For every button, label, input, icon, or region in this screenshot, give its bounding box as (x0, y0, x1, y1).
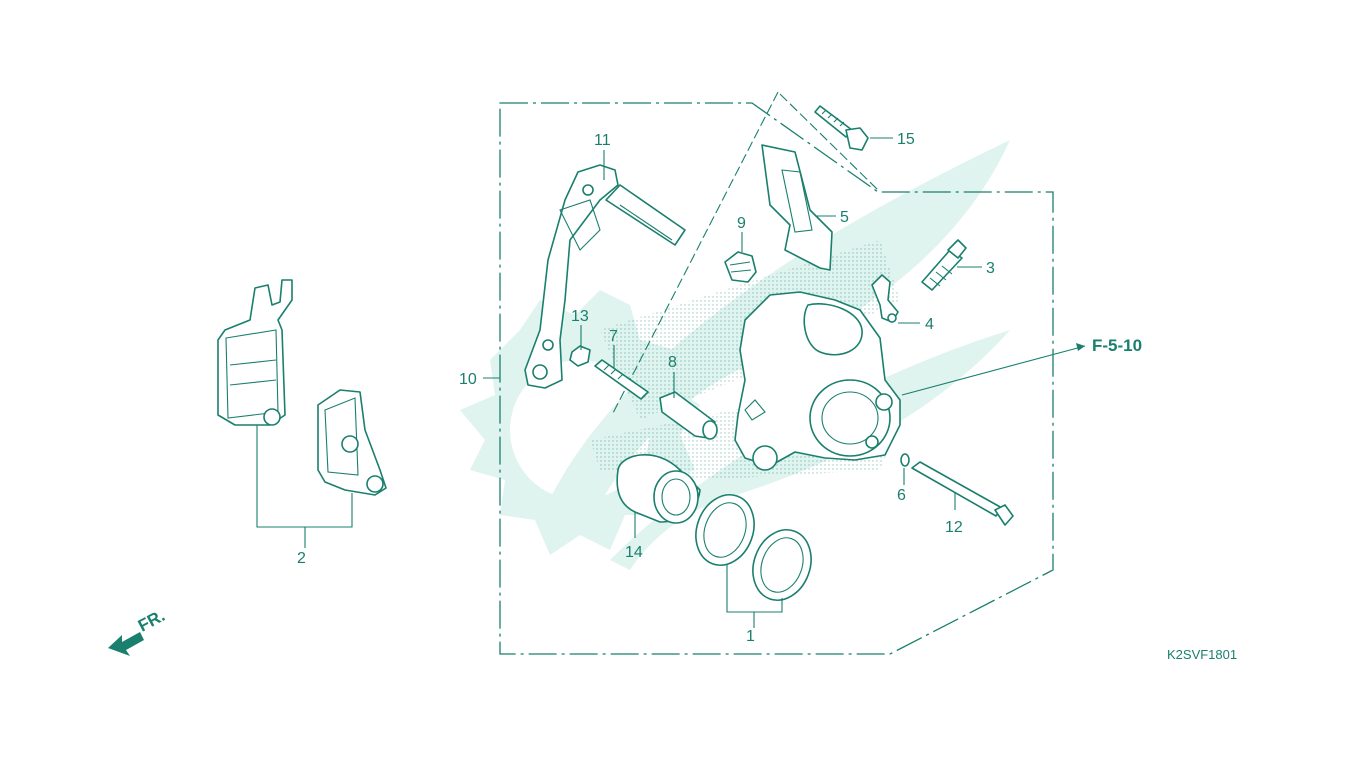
caliper-bracket (524, 164, 686, 389)
pad-spring (761, 144, 833, 271)
piston (616, 454, 701, 524)
label-part-14: 14 (625, 544, 643, 561)
front-arrow-icon (108, 632, 144, 656)
slide-pin (594, 359, 649, 400)
label-part-8: 8 (668, 354, 677, 371)
caliper-body (734, 291, 901, 471)
bleeder-cap (871, 274, 899, 323)
piston-seals (695, 494, 812, 601)
front-marker: FR. (135, 606, 168, 636)
washer (900, 453, 910, 467)
caliper-bolt (814, 105, 869, 151)
label-part-1: 1 (746, 628, 755, 645)
axis-line-bolt (779, 93, 879, 191)
label-part-15: 15 (897, 131, 915, 148)
label-part-7: 7 (609, 328, 618, 345)
label-part-6: 6 (897, 487, 906, 504)
leader-lines (256, 137, 1086, 628)
dust-boot (724, 251, 757, 283)
label-part-4: 4 (925, 316, 934, 333)
bleeder-screw (921, 239, 967, 291)
label-part-11: 11 (594, 132, 611, 149)
slide-pin-main (659, 391, 718, 440)
brake-pad-outer (217, 279, 293, 426)
small-boot (569, 345, 591, 367)
label-part-2: 2 (297, 550, 306, 567)
label-part-5: 5 (840, 209, 849, 226)
label-part-12: 12 (945, 519, 963, 536)
axis-line (611, 91, 779, 416)
drawing-code: K2SVF1801 (1167, 647, 1237, 662)
pad-pin (911, 461, 1014, 526)
reference-link[interactable]: F-5-10 (1092, 336, 1142, 355)
label-part-13: 13 (571, 308, 589, 325)
label-part-9: 9 (737, 215, 746, 232)
label-part-10: 10 (459, 371, 477, 388)
brake-pad-inner (317, 389, 387, 496)
label-part-3: 3 (986, 260, 995, 277)
